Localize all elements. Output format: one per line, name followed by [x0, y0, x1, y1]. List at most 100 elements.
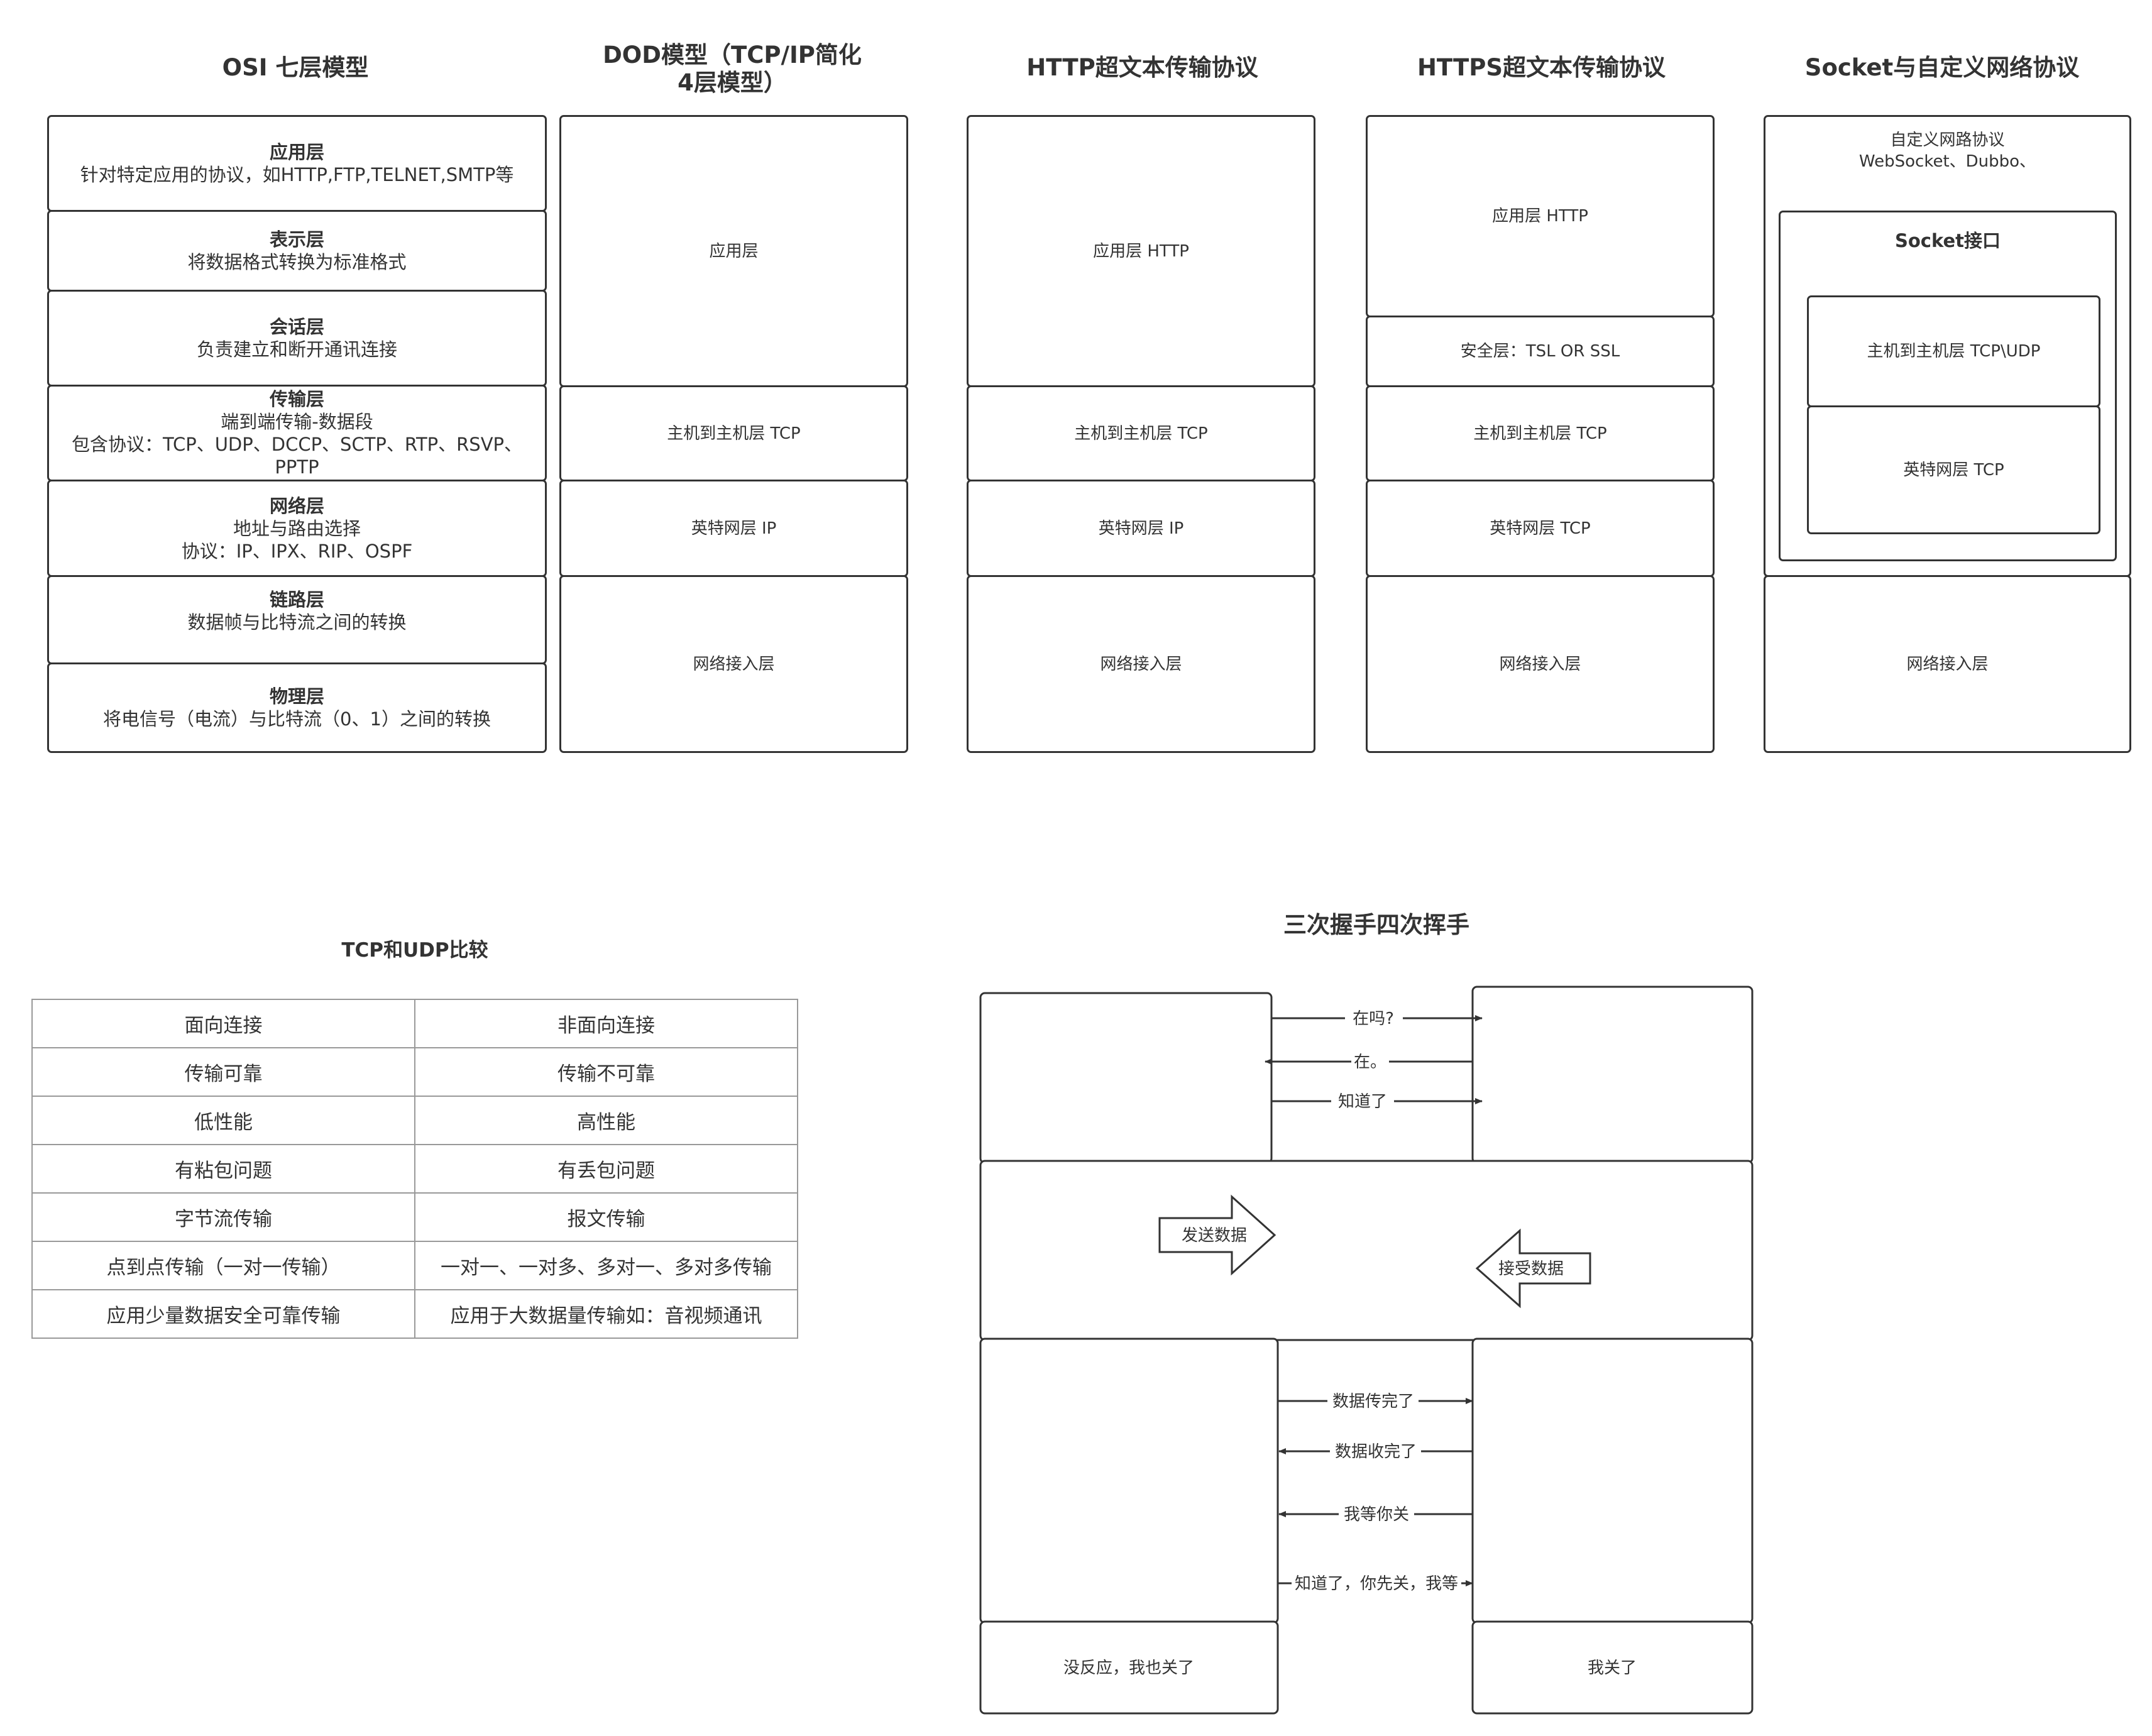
tcpudp-heading: TCP和UDP比较	[341, 939, 488, 962]
https-layer-access: 网络接入层	[1366, 575, 1715, 753]
dod-layer-transport: 主机到主机层 TCP	[559, 385, 908, 481]
dod-heading: DOD模型（TCP/IP简化 4层模型）	[563, 41, 902, 97]
table-row: 低性能 高性能	[31, 1096, 798, 1145]
table-row: 有粘包问题 有丢包问题	[31, 1144, 798, 1194]
table-row: 应用少量数据安全可靠传输 应用于大数据量传输如：音视频通讯	[31, 1289, 798, 1339]
tcp-cell: 有粘包问题	[31, 1144, 415, 1194]
osi-layer-desc: 包含协议：TCP、UDP、DCCP、SCTP、RTP、RSVP、	[71, 434, 523, 455]
custom-protocol-text: 自定义网路协议 WebSocket、Dubbo、	[1859, 129, 2036, 172]
socket-inner-label: 英特网层 TCP	[1903, 460, 2004, 480]
msg-label-1: 在吗?	[1353, 1009, 1394, 1028]
osi-layer-title: 表示层	[269, 229, 324, 250]
label-bg	[1339, 1504, 1414, 1524]
osi-layer-network: 网络层 地址与路由选择 协议：IP、IPX、RIP、OSPF	[47, 480, 547, 577]
server-close-label: 我关了	[1588, 1659, 1637, 1678]
label-bg	[1351, 1052, 1389, 1072]
tcp-cell: 点到点传输（一对一传输）	[31, 1241, 415, 1290]
osi-layer-desc: 协议：IP、IPX、RIP、OSPF	[181, 540, 413, 562]
osi-layer-title: 链路层	[269, 589, 324, 610]
https-layer-application: 应用层 HTTP	[1366, 115, 1715, 317]
label-bg	[1327, 1391, 1419, 1411]
server-close-box	[1471, 1620, 1754, 1715]
label-bg	[1330, 1441, 1421, 1461]
fin-label-3: 我等你关	[1344, 1505, 1409, 1524]
udp-cell: 一对一、一对多、多对一、多对多传输	[414, 1241, 798, 1290]
osi-layer-transport: 传输层 端到端传输-数据段 包含协议：TCP、UDP、DCCP、SCTP、RTP…	[47, 385, 547, 481]
dod-layer-label: 网络接入层	[693, 654, 775, 674]
fin-label-1: 数据传完了	[1332, 1392, 1414, 1411]
https-layer-label: 网络接入层	[1499, 654, 1581, 674]
osi-layer-title: 会话层	[269, 316, 324, 338]
table-row: 字节流传输 报文传输	[31, 1192, 798, 1242]
osi-layer-session: 会话层 负责建立和断开通讯连接	[47, 290, 547, 387]
https-layer-security: 安全层：TSL OR SSL	[1366, 316, 1715, 387]
server-handshake-box	[1471, 986, 1754, 1164]
tcp-cell: 传输可靠	[31, 1047, 415, 1097]
custom-protocol-line: WebSocket、Dubbo、	[1858, 152, 2036, 171]
label-bg	[1345, 1008, 1403, 1028]
osi-layer-desc: 数据帧与比特流之间的转换	[187, 612, 407, 633]
osi-layer-application: 应用层 针对特定应用的协议，如HTTP,FTP,TELNET,SMTP等	[47, 115, 547, 212]
osi-layer-desc: PPTP	[275, 456, 319, 478]
client-close-label: 没反应，我也关了	[1063, 1659, 1194, 1678]
udp-cell: 报文传输	[414, 1192, 798, 1242]
tcp-cell: 低性能	[31, 1096, 415, 1145]
msg-label-2: 在。	[1354, 1053, 1386, 1072]
http-layer-access: 网络接入层	[967, 575, 1315, 753]
client-handshake-box	[979, 992, 1273, 1164]
osi-layer-presentation: 表示层 将数据格式转换为标准格式	[47, 210, 547, 292]
https-layer-label: 英特网层 TCP	[1490, 519, 1591, 538]
dod-layer-label: 主机到主机层 TCP	[667, 424, 801, 443]
http-heading: HTTP超文本传输协议	[1026, 54, 1258, 81]
osi-layer-desc: 负责建立和断开通讯连接	[196, 339, 397, 360]
osi-layer-title: 物理层	[269, 686, 324, 707]
osi-layer-desc: 地址与路由选择	[233, 517, 361, 539]
client-wave-box	[979, 1338, 1279, 1624]
label-bg	[1331, 1091, 1394, 1111]
osi-layer-desc: 将电信号（电流）与比特流（0、1）之间的转换	[103, 708, 491, 730]
fin-label-4: 知道了，你先关，我等	[1295, 1574, 1458, 1593]
osi-layer-desc: 端到端传输-数据段	[221, 411, 373, 432]
custom-protocol-line: 自定义网路协议	[1890, 131, 2005, 150]
udp-cell: 有丢包问题	[414, 1144, 798, 1194]
osi-layer-desc: 针对特定应用的协议，如HTTP,FTP,TELNET,SMTP等	[80, 164, 514, 185]
receive-data-label: 接受数据	[1498, 1260, 1564, 1278]
dod-layer-label: 英特网层 IP	[691, 519, 777, 538]
data-transfer-box	[979, 1160, 1754, 1341]
osi-layer-desc: 将数据格式转换为标准格式	[187, 251, 407, 273]
dod-layer-access: 网络接入层	[559, 575, 908, 753]
http-layer-label: 英特网层 IP	[1098, 519, 1184, 538]
osi-layer-title: 网络层	[269, 495, 324, 517]
tcp-cell: 面向连接	[31, 999, 415, 1048]
https-layer-transport: 主机到主机层 TCP	[1366, 385, 1715, 481]
osi-layer-title: 传输层	[269, 388, 324, 410]
socket-interface-title: Socket接口	[1894, 230, 2001, 251]
http-layer-label: 网络接入层	[1100, 654, 1182, 674]
receive-data-arrow-icon	[1475, 1228, 1591, 1309]
fin-label-2: 数据收完了	[1335, 1442, 1417, 1461]
https-heading: HTTPS超文本传输协议	[1417, 54, 1666, 81]
https-layer-label: 安全层：TSL OR SSL	[1460, 342, 1620, 361]
socket-inner-internet: 英特网层 TCP	[1807, 405, 2100, 534]
tcp-cell: 字节流传输	[31, 1192, 415, 1242]
dod-layer-application: 应用层	[559, 115, 908, 387]
dod-layer-internet: 英特网层 IP	[559, 480, 908, 577]
tcp-udp-table-body: 面向连接 非面向连接 传输可靠 传输不可靠 低性能 高性能 有粘包问题 有丢包问…	[31, 999, 798, 1339]
socket-inner-label: 主机到主机层 TCP\UDP	[1867, 342, 2041, 361]
server-wave-box	[1471, 1338, 1754, 1624]
osi-heading: OSI 七层模型	[222, 54, 369, 81]
socket-layer-label: 网络接入层	[1906, 654, 1989, 674]
table-row: 面向连接 非面向连接	[31, 999, 798, 1048]
udp-cell: 传输不可靠	[414, 1047, 798, 1097]
dod-heading-line2: 4层模型）	[678, 69, 787, 96]
tcp-cell: 应用少量数据安全可靠传输	[31, 1289, 415, 1339]
osi-layer-link: 链路层 数据帧与比特流之间的转换	[47, 575, 547, 664]
http-layer-label: 应用层 HTTP	[1093, 241, 1189, 261]
udp-cell: 应用于大数据量传输如：音视频通讯	[414, 1289, 798, 1339]
osi-layer-physical: 物理层 将电信号（电流）与比特流（0、1）之间的转换	[47, 662, 547, 753]
udp-cell: 高性能	[414, 1096, 798, 1145]
dod-heading-line1: DOD模型（TCP/IP简化	[603, 41, 862, 69]
client-close-box	[979, 1620, 1279, 1715]
socket-layer-access: 网络接入层	[1764, 575, 2131, 753]
